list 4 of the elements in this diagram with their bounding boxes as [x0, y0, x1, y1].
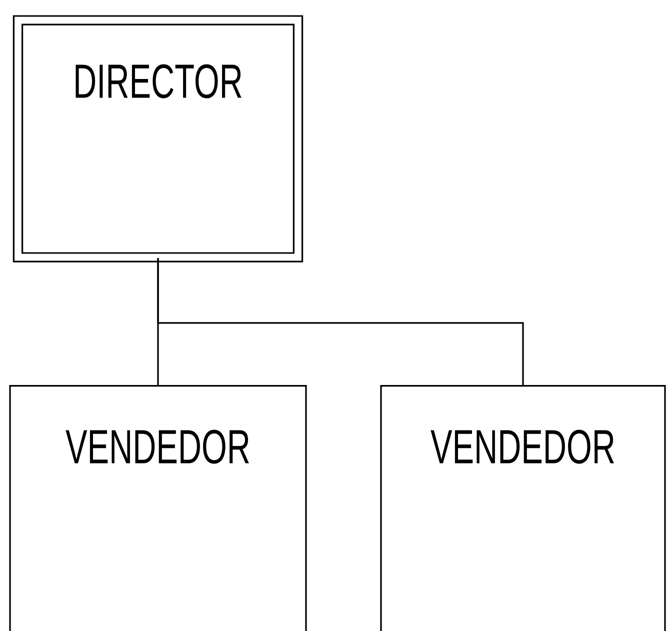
org-box: VENDEDOR	[380, 384, 666, 631]
connector-line	[157, 258, 524, 385]
org-box: VENDEDOR	[9, 384, 307, 631]
org-box: DIRECTOR	[12, 15, 304, 262]
